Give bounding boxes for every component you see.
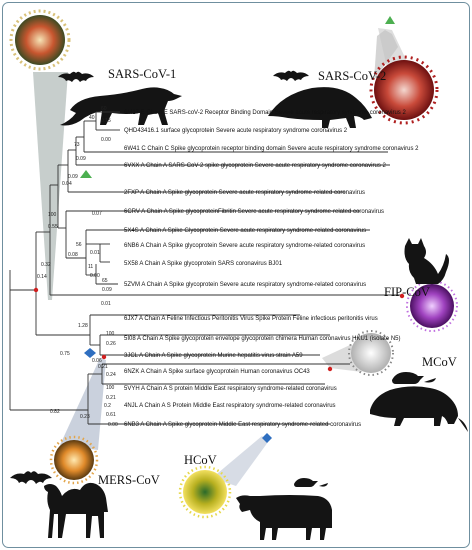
hcov-virus-icon <box>178 465 232 519</box>
sars2-green-marker <box>80 170 92 178</box>
branch-label: 100 <box>106 385 115 391</box>
branch-label: 0.2 <box>104 403 111 409</box>
leaf-label: 5VYH A Chain A S protein Middle East res… <box>124 386 337 392</box>
mouse-icon <box>294 478 328 487</box>
fip-red-node <box>399 293 405 299</box>
branch-label: 73 <box>74 142 80 148</box>
leaf-label: 6CRV A Chain A Spike glycoproteinFibriti… <box>124 209 384 215</box>
rat-icon <box>370 386 468 432</box>
leaf-label: 6NB6 A Chain A Spike glycoprotein Severe… <box>124 243 365 249</box>
sars2-label: SARS-CoV-2 <box>318 69 386 83</box>
cat-icon <box>404 238 449 284</box>
leaf-label: 6NB3 A Chain A Spike glycoprotein Middle… <box>124 422 361 428</box>
branch-label: 60 <box>101 106 107 112</box>
hcov-beam <box>212 436 268 486</box>
branch-label: 1.28 <box>78 323 88 329</box>
mers-virus-icon <box>49 435 99 485</box>
mcov-red-node <box>327 366 333 372</box>
branch-label: 0.01 <box>101 301 111 307</box>
leaf-label: 2FXP A Chain A Spike glycoprotein Severe… <box>124 190 365 196</box>
mers-label: MERS-CoV <box>98 473 160 487</box>
mcov-label: MCoV <box>422 355 457 369</box>
branch-label: 0.23 <box>80 414 90 420</box>
bat-icon <box>273 70 309 81</box>
civet-icon <box>60 87 182 126</box>
leaf-label: 6M17 E Chain E SARS-coV-2 Receptor Bindi… <box>124 110 406 116</box>
hcov-label: HCoV <box>184 453 217 467</box>
mouse-icon <box>392 372 436 384</box>
leaf-label: 6JX7 A Chain A Feline Infectious Periton… <box>124 316 378 322</box>
leaf-label: 3JCL A Chain A Spike glycoprotein Murine… <box>124 353 303 359</box>
branch-label: 0.00 <box>108 422 118 428</box>
mcov-virus-icon <box>348 330 394 376</box>
bat-icon <box>58 71 94 82</box>
mers-red-node <box>101 354 107 360</box>
branch-label: 0.75 <box>60 351 70 357</box>
branch-label: 0.07 <box>92 211 102 217</box>
leaf-label: 5X58 A Chain A Spike glycoprotein SARS c… <box>124 261 283 267</box>
sars1-beam <box>33 72 68 300</box>
bat-icon <box>10 471 52 484</box>
branch-label: 0.21 <box>106 395 116 401</box>
branch-label: 0.01 <box>90 250 100 256</box>
leaf-label: QHD43416.1 surface glycoprotein Severe a… <box>124 128 348 134</box>
branch-label: 0.08 <box>68 252 78 258</box>
mers-beam <box>60 358 106 450</box>
branch-label: 0.00 <box>101 137 111 143</box>
leaf-label: 5ZVM A Chain A Spike glycoprotein Severe… <box>124 282 366 288</box>
branch-label: 56 <box>76 242 82 248</box>
sars2-virus-icon <box>369 55 439 125</box>
leaf-labels: 6M17 E Chain E SARS-coV-2 Receptor Bindi… <box>124 110 419 428</box>
branch-label: 100 <box>48 212 57 218</box>
branch-label: 0.09 <box>68 174 78 180</box>
branch-label: 0.06 <box>92 358 102 364</box>
sars1-red-node <box>33 287 39 293</box>
leaf-label: 6VXX A Chain A SARS-CoV-2 spike glycopro… <box>124 163 386 169</box>
branch-label: 0.09 <box>76 156 86 162</box>
branch-label: 0.00 <box>90 273 100 279</box>
branch-label: 0.26 <box>106 341 116 347</box>
branch-label: 0.14 <box>37 274 47 280</box>
sars2-green-marker-top <box>385 16 395 24</box>
camel-icon <box>44 482 108 538</box>
phylogenetic-tree <box>9 111 402 425</box>
leaf-label: 5I08 A Chain A Spike glycoprotein envelo… <box>124 336 400 342</box>
leaf-label: 5X4S A Chain A Spike Glycoprotein Severe… <box>124 228 366 234</box>
leaf-label: 6W41 C Chain C Spike glycoprotein recept… <box>124 146 419 152</box>
hcov-blue-marker <box>84 348 96 358</box>
branch-label: 0.55 <box>48 224 58 230</box>
branch-label: 0.09 <box>102 287 112 293</box>
branch-labels: 60 0.15 40 0.00 73 0.09 0.09 0.04 0.07 1… <box>37 106 118 428</box>
branch-label: 100 <box>106 331 115 337</box>
branch-label: 0.21 <box>98 364 108 370</box>
cow-icon <box>236 495 332 540</box>
branch-label: 0.32 <box>41 262 51 268</box>
sars1-label: SARS-CoV-1 <box>108 67 176 81</box>
sars1-virus-icon <box>9 9 71 71</box>
branch-label: 40 <box>89 115 95 121</box>
branch-label: 0.82 <box>50 409 60 415</box>
pangolin-icon <box>268 87 372 128</box>
branch-label: 11 <box>88 264 93 270</box>
hcov-blue-marker-lower <box>262 433 272 443</box>
branch-label: 65 <box>102 278 108 284</box>
branch-label: 0.04 <box>62 181 72 187</box>
leaf-label: 6NZK A Chain A Spike surface glycoprotei… <box>124 369 310 375</box>
branch-label: 0.24 <box>106 372 116 378</box>
branch-label: 0.61 <box>106 412 116 418</box>
fip-label: FIP-CoV <box>384 285 430 299</box>
branch-label: 0.15 <box>101 118 111 124</box>
leaf-label: 4NJL A Chain A S Protein Middle East res… <box>124 403 336 409</box>
